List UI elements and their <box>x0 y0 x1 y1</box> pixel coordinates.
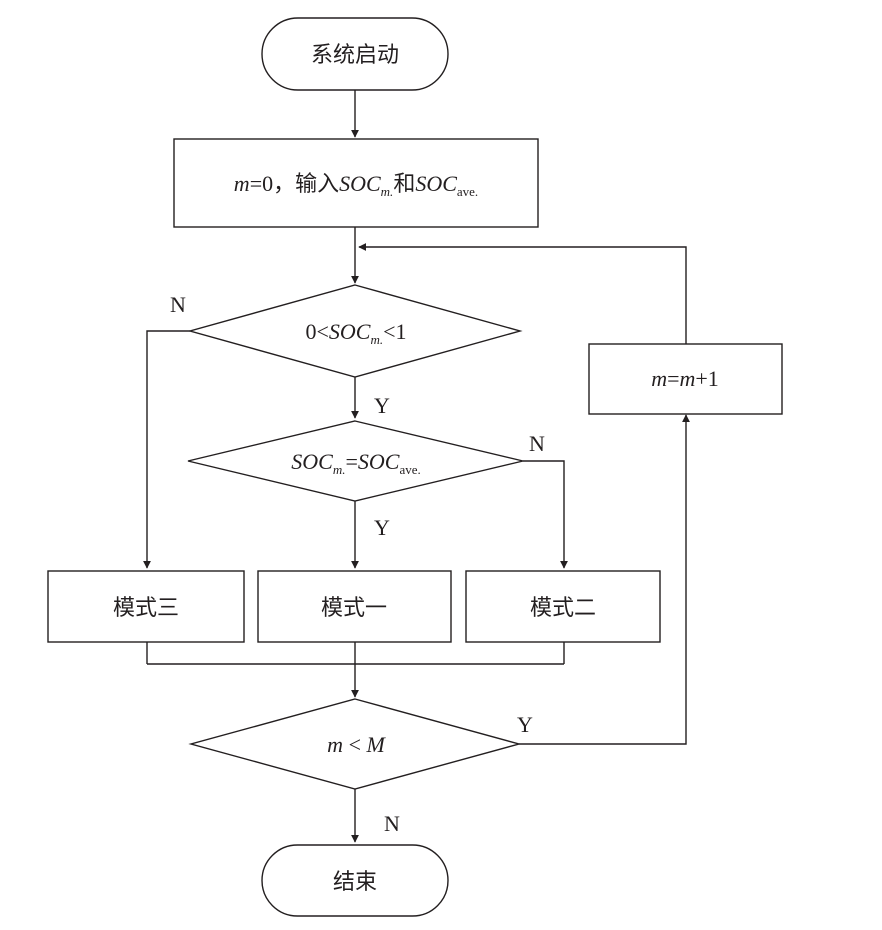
equal-soc2: SOC <box>358 449 400 474</box>
label-count-yes: Y <box>517 712 533 737</box>
init-eq-zero: =0，输入 <box>250 171 339 196</box>
init-soc: SOC <box>339 171 381 196</box>
equal-sub-ave: ave. <box>399 462 420 477</box>
label-range-no: N <box>170 292 186 317</box>
increment-node: m=m+1 <box>588 343 783 415</box>
mode3-label: 模式三 <box>113 596 179 621</box>
label-equal-yes: Y <box>374 515 390 540</box>
label-range-yes: Y <box>374 393 390 418</box>
start-node: 系统启动 <box>261 17 449 91</box>
arrow-count-yes-to-increment <box>519 414 690 745</box>
init-label: m=0，输入SOCm.和SOCave. <box>234 171 478 199</box>
increment-label: m=m+1 <box>651 366 719 391</box>
mode1-label: 模式一 <box>321 596 387 621</box>
inc-m-var: m <box>651 366 667 391</box>
range-check-label: 0<SOCm.<1 <box>305 319 406 347</box>
mode1-node: 模式一 <box>257 570 452 643</box>
equal-eq: = <box>345 449 357 474</box>
init-node: m=0，输入SOCm.和SOCave. <box>173 138 539 228</box>
range-check-node: 0<SOCm.<1 <box>187 284 523 378</box>
init-sub-m: m. <box>381 184 394 199</box>
arrow-range-no-to-mode3 <box>143 330 190 569</box>
mode2-node: 模式二 <box>465 570 661 643</box>
count-check-node: m < M <box>188 698 522 790</box>
init-and: 和 <box>393 171 415 196</box>
range-sub-m: m. <box>370 332 383 347</box>
inc-plus-one: +1 <box>695 366 718 391</box>
count-lt: < <box>343 732 366 757</box>
start-label: 系统启动 <box>311 43 399 68</box>
init-sub-ave: ave. <box>457 184 478 199</box>
equal-check-label: SOCm.=SOCave. <box>291 449 420 477</box>
arrow-increment-loop-back <box>358 243 687 344</box>
init-soc2: SOC <box>415 171 457 196</box>
equal-check-node: SOCm.=SOCave. <box>187 420 524 502</box>
mode3-node: 模式三 <box>47 570 245 643</box>
range-soc: SOC <box>329 319 371 344</box>
equal-soc: SOC <box>291 449 333 474</box>
label-equal-no: N <box>529 431 545 456</box>
inc-eq: = <box>667 366 679 391</box>
count-check-label: m < M <box>327 732 386 757</box>
init-m-var: m <box>234 171 250 196</box>
range-upper: <1 <box>383 319 406 344</box>
end-node: 结束 <box>261 844 449 917</box>
count-M-var: M <box>365 732 386 757</box>
mode2-label: 模式二 <box>530 596 596 621</box>
label-count-no: N <box>384 811 400 836</box>
equal-sub-m: m. <box>333 462 346 477</box>
count-m-var: m <box>327 732 343 757</box>
inc-m-var2: m <box>680 366 696 391</box>
end-label: 结束 <box>333 870 377 895</box>
range-lower: 0< <box>305 319 328 344</box>
arrow-equal-no-to-mode2 <box>523 460 568 569</box>
